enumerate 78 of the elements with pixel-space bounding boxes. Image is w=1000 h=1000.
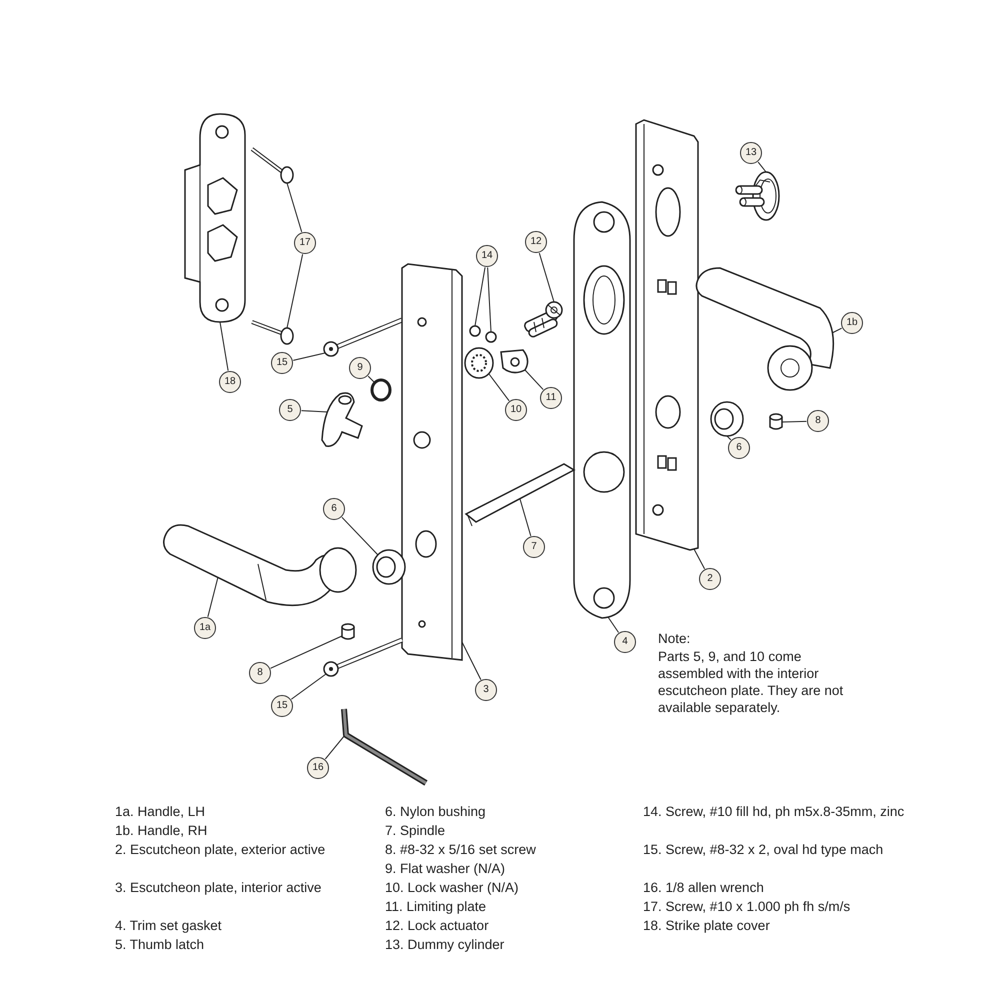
callout-number: 11 [540,387,562,409]
screw-drawing [250,318,295,346]
callout-number: 16 [307,757,329,779]
parts-list-entry: 2. Escutcheon plate, exterior active [115,841,326,859]
callout-number: 14 [476,245,498,267]
callout-number: 12 [525,231,547,253]
callout-number: 4 [614,631,636,653]
parts-list-entry: 1b. Handle, RH [115,822,208,840]
callout-number: 10 [505,399,527,421]
callout-number: 7 [523,536,545,558]
parts-list-entry: 10. Lock washer (N/A) [385,879,520,897]
parts-list-entry: 5. Thumb latch [115,936,206,954]
leader-line [474,266,486,326]
callout-number: 3 [475,679,497,701]
parts-list-entry: 1a. Handle, LH [115,803,206,821]
callout-number: 17 [294,232,316,254]
callout-number: 2 [699,568,721,590]
parts-list-entry: 3. Escutcheon plate, interior active [115,879,322,897]
leader-line [832,328,842,334]
parts-list-entry: 13. Dummy cylinder [385,936,506,954]
leader-line [207,576,218,618]
leader-line [341,516,378,556]
leader-line [286,254,304,328]
leader-line [487,266,492,332]
washer-drawing [370,378,392,402]
leader-line [220,322,229,372]
callout-number: 8 [249,662,271,684]
parts-list-entry: 11. Limiting plate [385,898,488,916]
parts-list-entry: 12. Lock actuator [385,917,490,935]
callout-number: 1a [194,617,216,639]
note-heading: Note: [658,630,692,647]
callout-number: 18 [219,371,241,393]
callout-number: 1b [841,312,863,334]
leader-line [300,410,328,412]
callout-number: 5 [279,399,301,421]
lock-washer-drawing [463,346,495,380]
leader-line [290,674,326,700]
leader-line [694,548,706,570]
note-text: Parts 5, 9, and 10 come assembled with the interior escutcheon plate. They are not available separately. [658,648,844,716]
leader-line [462,642,482,680]
screw-head-drawing [484,330,498,344]
leader-line [324,734,346,760]
screw-drawing [322,316,404,358]
callout-number: 9 [349,357,371,379]
leader-line [488,374,510,402]
leader-line [608,616,620,633]
parts-list-entry: 17. Screw, #10 x 1.000 ph fh s/m/s [643,898,852,916]
leader-line [524,370,544,390]
callout-number: 6 [728,437,750,459]
leader-line [292,352,326,361]
leader-line [538,252,554,302]
screw-drawing [322,636,404,678]
callout-number: 15 [271,352,293,374]
parts-list-entry: 4. Trim set gasket [115,917,223,935]
leader-line [726,436,732,440]
callout-number: 8 [807,410,829,432]
leader-line [270,636,342,669]
leader-line [758,162,766,172]
screw-drawing [250,145,295,185]
leader-line [782,420,807,422]
leader-line [368,376,376,384]
callout-number: 6 [323,498,345,520]
leader-line [520,498,532,536]
callout-number: 13 [740,142,762,164]
parts-list-entry: 9. Flat washer (N/A) [385,860,506,878]
callout-number: 15 [271,695,293,717]
set-screw-drawing [340,622,356,642]
parts-list-entry: 8. #8-32 x 5/16 set screw [385,841,537,859]
parts-list-entry: 15. Screw, #8-32 x 2, oval hd type mach [643,841,884,859]
parts-list-entry: 16. 1/8 allen wrench [643,879,765,897]
leader-line [286,182,302,232]
escutcheon-plate-drawing [634,120,700,550]
parts-list-entry: 14. Screw, #10 fill hd, ph m5x.8-35mm, zinc [643,803,906,821]
parts-list-entry: 7. Spindle [385,822,446,840]
set-screw-drawing [768,412,786,432]
parts-list-entry: 18. Strike plate cover [643,917,771,935]
screw-head-drawing [468,324,482,338]
parts-list-entry: 6. Nylon bushing [385,803,487,821]
